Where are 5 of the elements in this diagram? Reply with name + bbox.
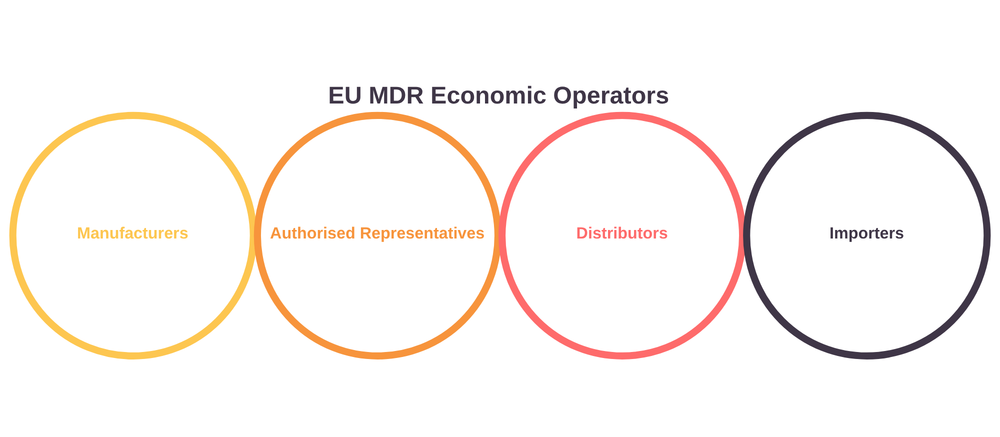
node-circle: Importers <box>743 112 991 360</box>
node-circle: Manufacturers <box>9 112 257 360</box>
node-circle: Authorised Representatives <box>254 112 502 360</box>
node-circle: Distributors <box>498 112 746 360</box>
diagram-title: EU MDR Economic Operators <box>328 82 670 110</box>
